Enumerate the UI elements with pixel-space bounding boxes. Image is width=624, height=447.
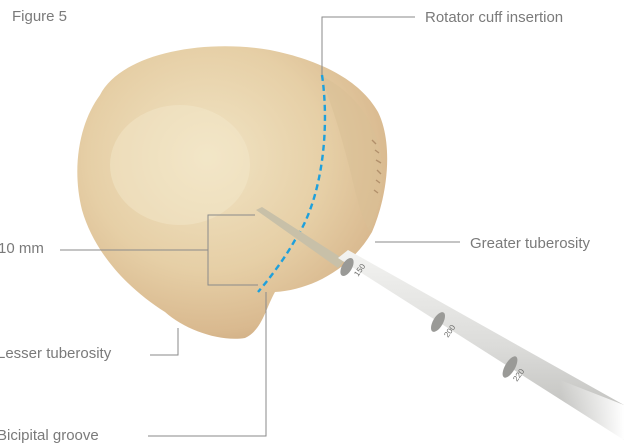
ten-mm-label: 10 mm [0,240,44,258]
humeral-head [77,46,387,339]
figure-title: Figure 5 [12,8,67,26]
rotator-cuff-label: Rotator cuff insertion [425,9,563,27]
greater-tuberosity-label: Greater tuberosity [470,235,590,253]
lesser-tuberosity-label: Lesser tuberosity [0,345,111,363]
lesser-tuberosity-leader [150,328,178,355]
rotator-cuff-leader [322,17,415,75]
bicipital-groove-label: Bicipital groove [0,427,99,445]
